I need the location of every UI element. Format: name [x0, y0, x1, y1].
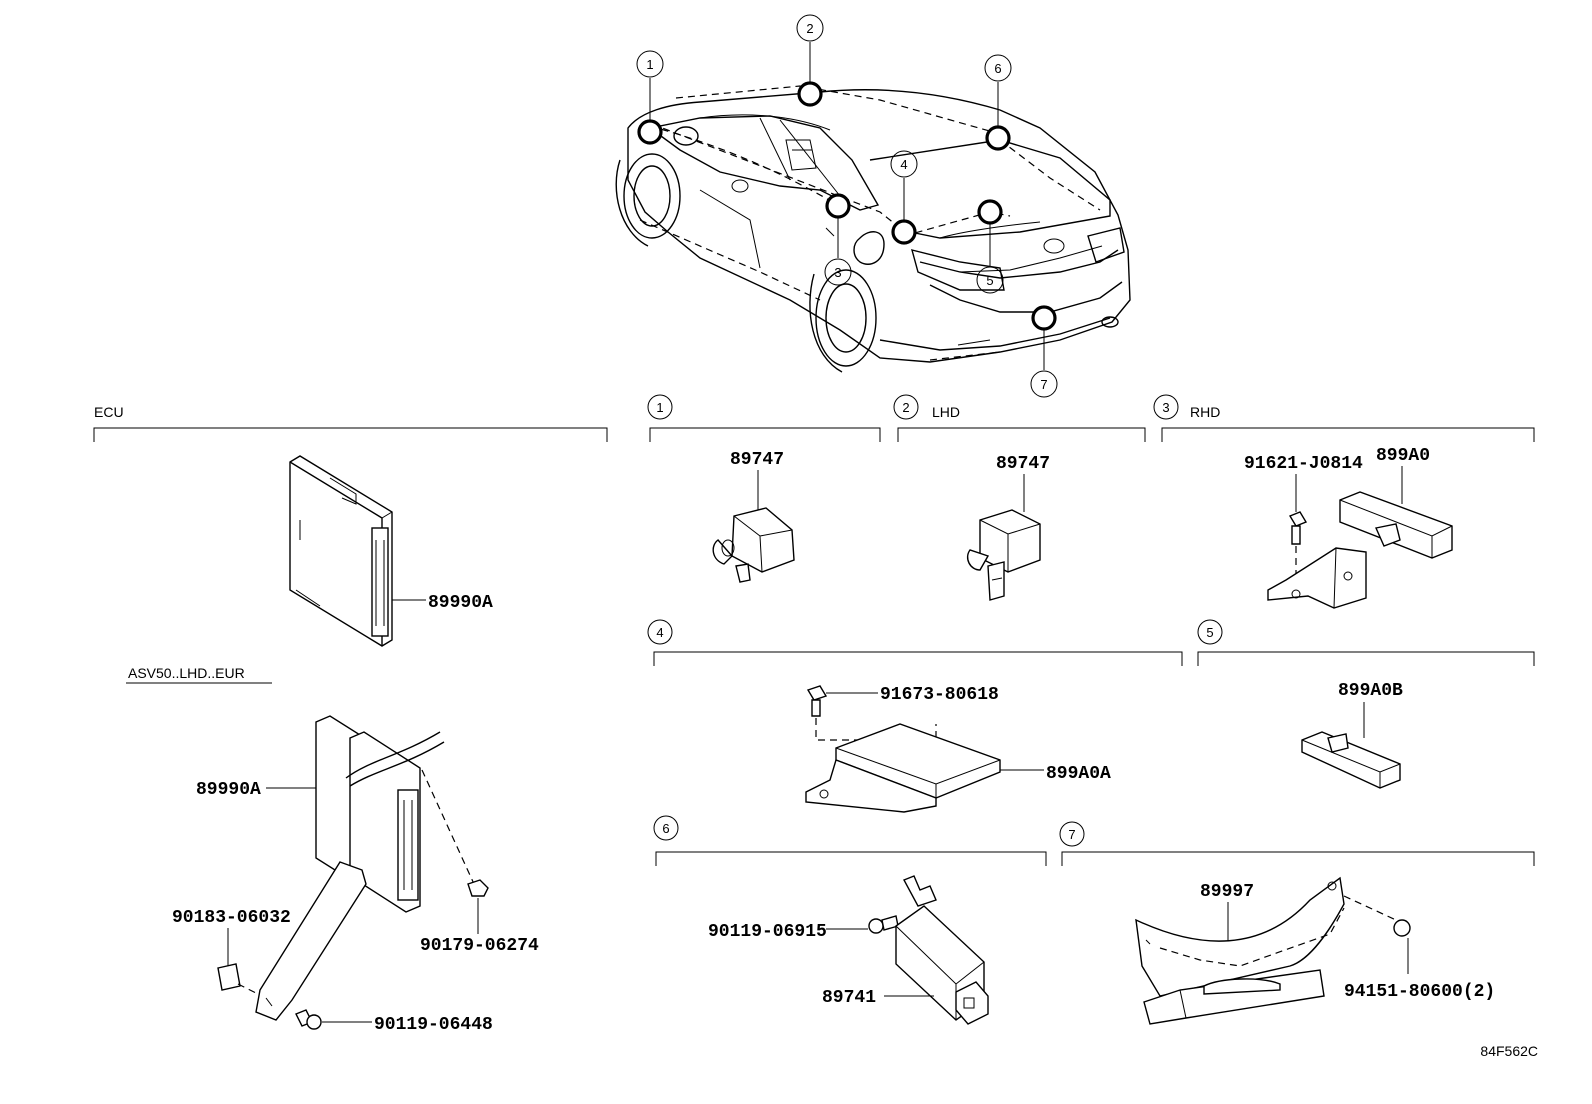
ecu-bolt-part: 90119-06448 [374, 1015, 493, 1035]
sensor-spot-7 [1031, 305, 1057, 331]
car-callout-6: 6 [994, 61, 1001, 76]
sensor-spot-5 [977, 199, 1003, 225]
ecu-variant-label: ASV50..LHD..EUR [128, 665, 245, 681]
section-2-number: 2 [902, 400, 909, 415]
section-2-tag: LHD [932, 404, 960, 420]
sensor-location-markers [637, 81, 1057, 331]
section-3-part: 899A0 [1376, 446, 1430, 466]
section-7-nut: 94151-80600(2) [1344, 982, 1495, 1002]
section-6: 6 90119-06915 89741 [653, 815, 1047, 1025]
section-3: 3 RHD 91621-J0814 899A0 [1153, 394, 1535, 609]
ecu-part-bottom: 89990A [196, 780, 261, 800]
section-1-number: 1 [656, 400, 663, 415]
car-callout-4: 4 [900, 157, 907, 172]
section-ecu-bracket [93, 427, 608, 442]
section-2-part: 89747 [996, 454, 1050, 474]
sensor-89997-illustration [1135, 876, 1397, 1025]
ecu-clip-part: 90183-06032 [172, 908, 291, 928]
car-callout-2: 2 [806, 21, 813, 36]
sensor-899a0-illustration [1267, 491, 1453, 609]
sensor-spot-3 [825, 193, 851, 219]
section-1: 1 89747 [647, 394, 881, 583]
car-callout-1: 1 [646, 57, 653, 72]
sensor-spot-2 [797, 81, 823, 107]
section-4-bolt: 91673-80618 [880, 685, 999, 705]
section-7-number: 7 [1068, 827, 1075, 842]
section-4: 4 91673-80618 899A0A [647, 619, 1183, 813]
section-5-part: 899A0B [1338, 681, 1403, 701]
section-4-number: 4 [656, 625, 663, 640]
nut-icon [1393, 919, 1411, 937]
section-ecu-title: ECU [94, 404, 124, 420]
section-6-number: 6 [662, 821, 669, 836]
sensor-spot-4 [891, 219, 917, 245]
section-4-part: 899A0A [1046, 764, 1111, 784]
sensor-899a0a-illustration [805, 685, 1001, 813]
section-7: 7 89997 94151-80600(2) [1059, 821, 1535, 1025]
sensor-spot-6 [985, 125, 1011, 151]
car-callout-7: 7 [1040, 377, 1047, 392]
diagram-code: 84F562C [1480, 1043, 1538, 1059]
car-illustration [615, 85, 1131, 373]
sensor-89741-illustration [868, 875, 989, 1025]
section-5-number: 5 [1206, 625, 1213, 640]
clip-icon [217, 963, 241, 991]
sensor-spot-1 [637, 119, 663, 145]
section-1-part: 89747 [730, 450, 784, 470]
section-7-part: 89997 [1200, 882, 1254, 902]
sensor-89747-illustration-1 [712, 507, 795, 583]
car-callout-3: 3 [834, 265, 841, 280]
sensor-89747-illustration-2 [966, 509, 1041, 601]
car-callouts: 1 2 3 4 5 6 7 [636, 14, 1058, 398]
section-ecu: ECU 89990A ASV50..LHD..EUR 899 [93, 404, 608, 1035]
section-6-part: 89741 [822, 988, 876, 1008]
sensor-899a0b-illustration [1301, 731, 1401, 789]
section-3-tag: RHD [1190, 404, 1220, 420]
ecu-bracket-assembly [255, 715, 445, 1021]
section-5: 5 899A0B [1197, 619, 1535, 789]
ecu-part-top: 89990A [428, 593, 493, 613]
section-6-bolt: 90119-06915 [708, 922, 827, 942]
section-3-number: 3 [1162, 400, 1169, 415]
car-callout-5: 5 [986, 273, 993, 288]
ecu-grommet-part: 90179-06274 [420, 936, 539, 956]
section-2: 2 LHD 89747 [893, 394, 1146, 601]
ecu-unit-illustration [289, 455, 393, 647]
grommet-icon [467, 879, 489, 897]
section-3-bolt: 91621-J0814 [1244, 454, 1363, 474]
